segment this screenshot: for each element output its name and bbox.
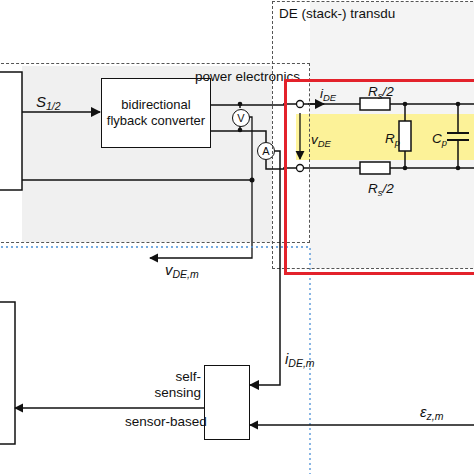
photo-backdrop: [22, 66, 272, 242]
voltage-arrow: [299, 113, 300, 159]
junction-dot: [456, 102, 461, 107]
junction-dot: [403, 102, 408, 107]
capacitor-symbol: [447, 132, 469, 134]
symbol-base: S: [36, 93, 46, 110]
node-text: iDE: [320, 86, 336, 102]
symbol-subscript: DE: [323, 92, 336, 103]
wire-connector: [250, 151, 280, 385]
capacitor-symbol: [447, 139, 469, 141]
circuit-wire: [283, 167, 360, 169]
symbol-subscript: DE,m: [288, 357, 314, 369]
wire-connector: [211, 131, 266, 142]
controller-block: [0, 72, 22, 190]
circuit-wire: [390, 103, 474, 105]
circuit-wire: [390, 167, 474, 169]
node-text: bidirectional flyback converter: [102, 97, 210, 129]
symbol-base: R: [368, 181, 378, 196]
circuit-wire: [457, 140, 459, 168]
converter-box: bidirectional flyback converter: [101, 78, 211, 148]
symbol-base: i: [320, 86, 323, 101]
junction-dot: [238, 128, 243, 133]
node-text: Rs/2: [368, 181, 394, 197]
control-block: [0, 302, 15, 444]
signal-line: [22, 179, 252, 180]
region-box: bidirectional flyback converterVApower e…: [0, 63, 310, 243]
signal-label: εz,m: [420, 403, 444, 421]
resistor-symbol: [360, 98, 390, 110]
sensor-line: [250, 424, 474, 425]
node-text: self- sensing: [147, 369, 201, 401]
highlight-band: [296, 114, 474, 160]
node-text: A: [262, 146, 269, 157]
node-text: Rp: [385, 131, 400, 147]
signal-label: iDE,m: [285, 350, 315, 368]
symbol-subscript: s: [378, 187, 383, 198]
terminal-symbol: [297, 165, 304, 172]
circuit-wire: [457, 104, 459, 133]
switch-box: self- sensingsensor-based: [204, 365, 250, 440]
symbol-base: R: [385, 131, 395, 146]
symbol-tail: /2: [382, 84, 393, 99]
node-text: Rs/2: [368, 84, 394, 100]
wire-connector: [211, 104, 284, 106]
symbol-base: ε: [420, 403, 427, 420]
junction-dot: [238, 102, 243, 107]
current-arrow: [308, 103, 324, 105]
resistor-symbol: [399, 121, 411, 151]
node-text: sensor-based: [125, 414, 207, 430]
circuit-box: iDEvDERs/2RpCpRs/2: [284, 79, 474, 275]
symbol-base: v: [311, 132, 318, 147]
meter-circle: V: [232, 109, 250, 127]
node-text: Cp: [432, 131, 447, 147]
symbol-base: C: [432, 131, 442, 146]
gate-signal-line: [22, 111, 100, 113]
symbol-subscript: z,m: [427, 410, 444, 422]
circuit-wire: [283, 103, 360, 105]
symbol-base: v: [165, 261, 173, 278]
node-text: V: [237, 113, 244, 124]
symbol-subscript: s: [378, 90, 383, 101]
symbol-subscript: 1/2: [46, 100, 61, 112]
symbol-subscript: DE: [318, 138, 331, 149]
junction-dot: [403, 166, 408, 171]
terminal-symbol: [297, 101, 304, 108]
signal-label: vDE,m: [165, 261, 199, 279]
control-region: [0, 247, 310, 474]
junction-dot: [456, 166, 461, 171]
node-text: vDE: [311, 132, 331, 148]
signal-line: [15, 407, 204, 408]
resistor-symbol: [360, 162, 390, 174]
symbol-subscript: p: [395, 137, 400, 148]
symbol-base: i: [285, 350, 288, 367]
node-text: DE (stack-) transdu: [279, 6, 395, 22]
symbol-subscript: p: [442, 137, 447, 148]
symbol-base: R: [368, 84, 378, 99]
symbol-subscript: DE,m: [173, 268, 199, 280]
signal-label: S1/2: [36, 93, 61, 111]
wire-connector: [266, 160, 284, 169]
symbol-tail: /2: [382, 181, 393, 196]
region-box: iDEvDERs/2RpCpRs/2DE (stack-) transdu: [272, 1, 474, 269]
